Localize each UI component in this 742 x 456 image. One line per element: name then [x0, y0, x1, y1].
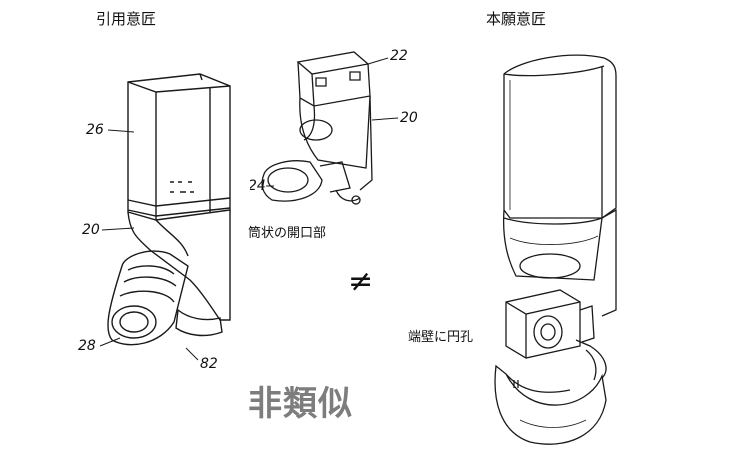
cited-opening-note: 筒状の開口部: [248, 226, 327, 241]
detail-ref-numeral-24: 24: [250, 178, 266, 194]
ref-numeral-28: 28: [78, 338, 96, 354]
ref-numeral-26: 26: [86, 122, 104, 138]
this-design-heading: 本願意匠: [486, 10, 547, 28]
verdict-label: 非類似: [248, 384, 353, 424]
ref-numeral-82: 82: [200, 356, 218, 372]
cited-design-drawing: [70, 60, 240, 380]
not-equal-sign: ≠: [348, 264, 374, 299]
this-design-drawing: [490, 40, 630, 450]
cited-detail-drawing: 22 20 24: [250, 48, 418, 205]
detail-ref-numeral-20: 20: [400, 110, 418, 126]
detail-ref-numeral-22: 22: [390, 48, 408, 64]
end-wall-hole-note: 端壁に円孔: [408, 330, 474, 345]
cited-design-heading: 引用意匠: [96, 10, 157, 28]
cited-reference-numerals: 26 20 28 82: [78, 122, 218, 372]
ref-numeral-20: 20: [82, 222, 100, 238]
